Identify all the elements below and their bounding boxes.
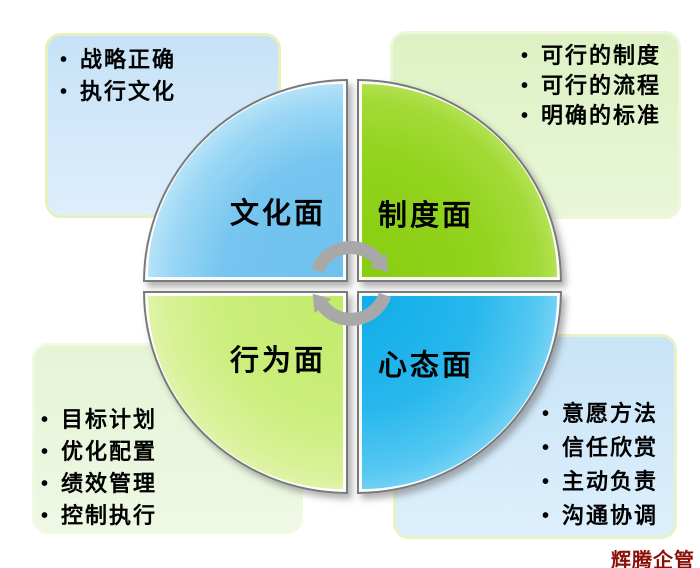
list-item: • 明确的标准 [521,101,661,131]
watermark-text: 辉腾企管 [611,550,695,568]
bullet-icon: • [521,75,529,97]
bullet-icon: • [60,81,68,103]
list-item: • 可行的制度 [521,41,661,71]
quadrant-mindset-label: 心态面 [378,350,475,382]
item-label: 目标计划 [61,407,158,432]
mindset-bullet-list: • 意愿方法 • 信任欣赏 • 主动负责 • 沟通协调 [542,397,658,533]
bullet-icon: • [41,409,49,431]
bullet-icon: • [41,505,49,527]
cycle-arrows-icon [310,241,392,326]
quadrant-mindset: 心态面 [357,291,562,494]
culture-bullet-list: • 战略正确 • 执行文化 [60,44,176,108]
quadrant-culture-label: 文化面 [229,198,326,230]
list-item: • 沟通协调 [542,499,658,533]
list-item: • 主动负责 [542,465,658,499]
item-label: 战略正确 [80,47,177,72]
bullet-icon: • [41,441,49,463]
bullet-icon: • [542,403,550,425]
item-label: 执行文化 [80,79,177,104]
bullet-icon: • [41,473,49,495]
item-label: 绩效管理 [61,471,158,496]
bullet-icon: • [542,505,550,527]
behavior-bullet-list: • 目标计划 • 优化配置 • 绩效管理 • 控制执行 [41,404,157,532]
list-item: • 信任欣赏 [542,431,658,465]
item-label: 沟通协调 [562,503,659,528]
item-label: 明确的标准 [541,103,662,128]
item-label: 控制执行 [61,503,158,528]
quadrant-behavior-label: 行为面 [229,345,326,377]
bullet-icon: • [521,45,529,67]
list-item: • 执行文化 [60,76,176,108]
item-label: 可行的制度 [541,43,662,68]
bullet-icon: • [542,437,550,459]
bullet-icon: • [521,105,529,127]
item-label: 主动负责 [562,469,659,494]
item-label: 可行的流程 [541,73,662,98]
list-item: • 战略正确 [60,44,176,76]
list-item: • 绩效管理 [41,468,157,500]
system-bullet-list: • 可行的制度 • 可行的流程 • 明确的标准 [521,41,661,131]
item-label: 意愿方法 [562,401,659,426]
bullet-icon: • [60,49,68,71]
quadrant-system-label: 制度面 [378,200,475,232]
list-item: • 意愿方法 [542,397,658,431]
list-item: • 目标计划 [41,404,157,436]
item-label: 信任欣赏 [562,435,659,460]
list-item: • 控制执行 [41,500,157,532]
bullet-icon: • [542,471,550,493]
item-label: 优化配置 [61,439,158,464]
list-item: • 优化配置 [41,436,157,468]
list-item: • 可行的流程 [521,71,661,101]
